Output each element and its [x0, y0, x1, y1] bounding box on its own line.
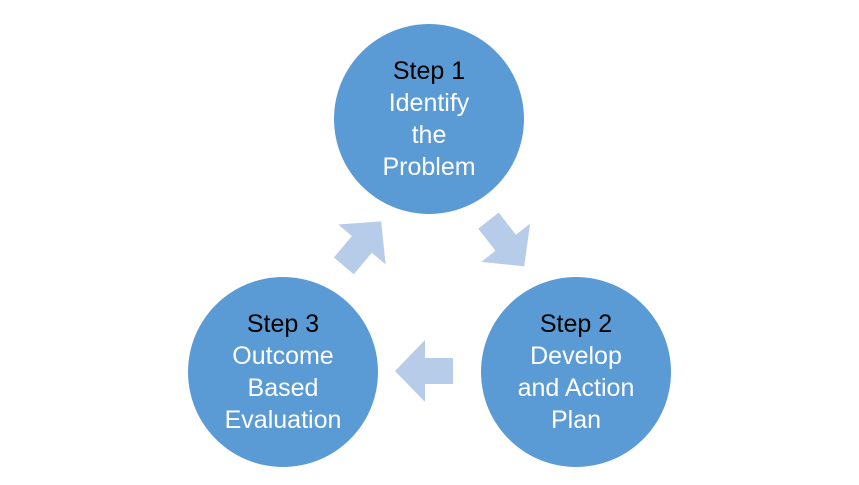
step-3-number: Step 3 — [246, 310, 320, 338]
arrow-step2-to-step3 — [395, 340, 453, 402]
arrow-step1-to-step2 — [478, 212, 531, 267]
step-2-text: Develop and Action Plan — [517, 342, 635, 434]
step-2-number: Step 2 — [539, 310, 613, 338]
step-1-text: Identify the Problem — [382, 89, 476, 181]
step-3-circle: Step 3 Outcome Based Evaluation — [188, 277, 378, 467]
arrow-step3-to-step1 — [333, 221, 386, 275]
step-3-text: Outcome Based Evaluation — [224, 342, 342, 434]
step-2-circle: Step 2 Develop and Action Plan — [481, 277, 671, 467]
step-1-number: Step 1 — [392, 57, 466, 85]
step-1-circle: Step 1 Identify the Problem — [334, 24, 524, 214]
